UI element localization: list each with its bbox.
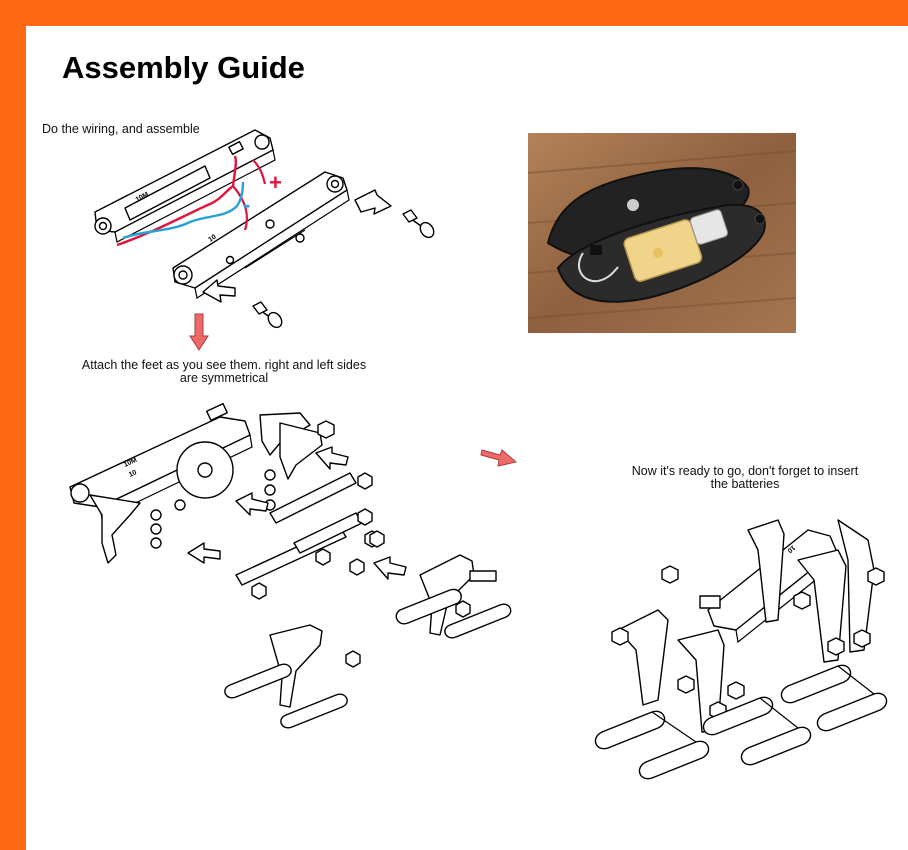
arrow-icon — [315, 446, 349, 470]
hex-nut-icon — [349, 558, 365, 576]
step1-caption: Do the wiring, and assemble — [42, 122, 200, 136]
hex-nut-icon — [315, 548, 331, 566]
hex-nut-icon — [793, 591, 811, 610]
hex-nut-icon — [357, 508, 373, 526]
hex-nut-icon — [867, 567, 885, 586]
screw-icon — [402, 209, 435, 239]
hex-nut-icon — [251, 582, 267, 600]
hex-nut-icon — [853, 629, 871, 648]
feet-side-mark: 10 — [128, 469, 138, 479]
arrow-icon — [373, 556, 407, 580]
hex-nut-icon — [827, 637, 845, 656]
arrow-icon — [202, 279, 236, 303]
page-title: Assembly Guide — [62, 50, 305, 85]
hex-nut-icon — [661, 565, 679, 584]
top-orange-border — [0, 0, 908, 26]
hex-nut-icon — [345, 650, 361, 668]
arrow-icon — [187, 542, 221, 564]
feet-assembly-diagram: 10M 10 — [69, 402, 512, 729]
finished-robot-diagram: 10M 10 — [594, 519, 888, 780]
left-orange-border — [0, 0, 26, 850]
step2-caption-line2: are symmetrical — [179, 371, 269, 385]
wiring-diagram: 10M 10 + - — [94, 129, 435, 329]
step3-caption-line1: Now it's ready to go, don't forget to in… — [631, 464, 859, 478]
robot-side-mark: 10 — [786, 543, 797, 553]
hex-nut-icon — [357, 472, 373, 490]
motor-body-photo — [527, 133, 797, 333]
side-mark-label: 10 — [207, 234, 217, 244]
down-arrow-icon — [189, 313, 209, 351]
hex-nut-icon — [317, 420, 335, 439]
diagonal-arrow-icon — [480, 449, 518, 467]
minus-symbol: - — [243, 192, 250, 217]
plus-symbol: + — [269, 170, 282, 195]
step2-caption: Attach the feet as you see them. right a… — [62, 359, 386, 385]
hex-nut-icon — [369, 530, 385, 548]
hex-nut-icon — [677, 675, 695, 694]
hex-nut-icon — [611, 627, 629, 646]
arrow-icon — [354, 189, 392, 215]
step2-caption-line1: Attach the feet as you see them. right a… — [81, 358, 367, 372]
arrow-icon — [235, 492, 269, 516]
step3-caption: Now it's ready to go, don't forget to in… — [612, 465, 878, 491]
hex-nut-icon — [727, 681, 745, 700]
hex-nut-icon — [455, 600, 471, 618]
screw-icon — [252, 301, 283, 329]
step3-caption-line2: the batteries — [710, 477, 780, 491]
